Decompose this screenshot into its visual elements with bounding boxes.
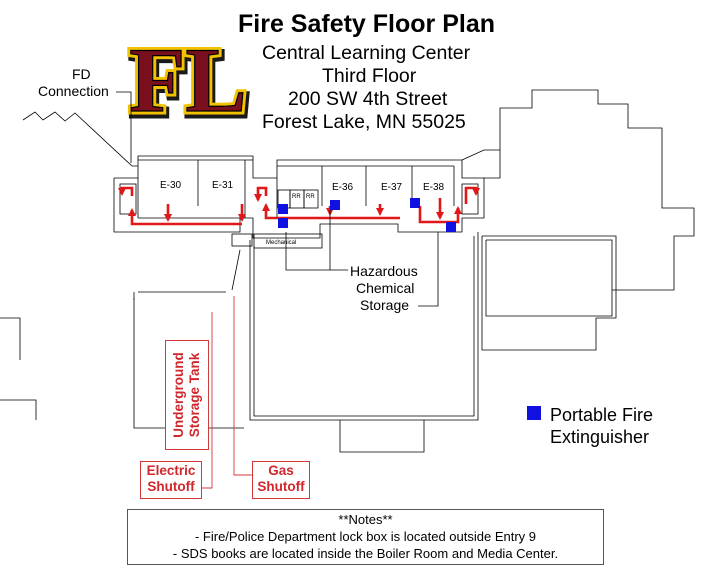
hazardous-label-line1: Hazardous <box>350 263 418 279</box>
route-right <box>418 206 462 224</box>
legend-line1: Portable Fire <box>550 405 654 425</box>
extinguisher-marker <box>410 198 420 208</box>
floor-name: Third Floor <box>322 65 417 87</box>
room-label: E-37 <box>381 182 403 193</box>
fd-connection-label-line2: Connection <box>38 83 109 99</box>
route-mid <box>262 203 400 220</box>
fd-connection-label-line1: FD <box>72 66 91 82</box>
evacuation-routes <box>118 186 480 226</box>
logo-fl-shadow: FL <box>131 32 249 134</box>
fire-extinguishers <box>278 198 456 232</box>
underground-tank-line1: Underground <box>171 352 186 438</box>
route-right-top <box>464 186 480 204</box>
gas-shutoff-line1: Gas <box>268 463 294 478</box>
gas-shutoff-label: Gas Shutoff <box>252 461 310 499</box>
notes-line2: - SDS books are located inside the Boile… <box>172 546 559 561</box>
underground-storage-tank-label: Underground Storage Tank <box>165 340 209 450</box>
extinguisher-marker <box>278 204 288 214</box>
underground-tank-line2: Storage Tank <box>187 352 202 438</box>
building-name: Central Learning Center <box>262 42 471 64</box>
restroom-label: RR <box>306 194 315 200</box>
hazardous-label-line3: Storage <box>360 297 410 313</box>
hazardous-storage-leaders <box>285 210 439 307</box>
page-title: Fire Safety Floor Plan <box>238 10 496 38</box>
hazardous-label-line2: Chemical <box>356 280 415 296</box>
forest-lake-logo: FL FL FL <box>126 26 254 139</box>
notes-line1: - Fire/Police Department lock box is loc… <box>194 529 537 544</box>
shutoff-leaders <box>200 296 262 489</box>
street-address: 200 SW 4th Street <box>288 88 448 110</box>
electric-shutoff-label: Electric Shutoff <box>140 461 202 499</box>
room-label: E-31 <box>212 180 234 191</box>
route-left-top <box>118 186 134 196</box>
legend-extinguisher-label: Portable Fire Extinguisher <box>550 404 653 448</box>
mechanical-label: Mechanical <box>266 240 297 246</box>
gas-shutoff-line2: Shutoff <box>257 479 305 494</box>
extinguisher-marker <box>278 218 288 228</box>
building-outlines <box>0 89 695 453</box>
notes-heading: **Notes** <box>338 512 393 527</box>
extinguisher-marker <box>446 222 456 232</box>
notes-box: **Notes** - Fire/Police Department lock … <box>127 509 604 565</box>
room-label: E-36 <box>332 182 354 193</box>
extinguisher-marker <box>330 200 340 210</box>
room-label: E-30 <box>160 180 182 191</box>
electric-shutoff-line1: Electric <box>146 463 196 478</box>
logo-fl-outline: FL <box>129 29 247 131</box>
city-address: Forest Lake, MN 55025 <box>262 111 466 133</box>
electric-shutoff-line2: Shutoff <box>147 479 195 494</box>
fd-connection-leader <box>22 91 138 167</box>
restroom-label: RR <box>292 194 301 200</box>
legend-extinguisher-swatch <box>527 406 541 420</box>
logo-fl-letters: FL <box>129 29 247 131</box>
room-label: E-38 <box>423 182 445 193</box>
legend-line2: Extinguisher <box>550 427 650 447</box>
route-left <box>128 208 242 226</box>
route-mid-top <box>254 186 268 202</box>
